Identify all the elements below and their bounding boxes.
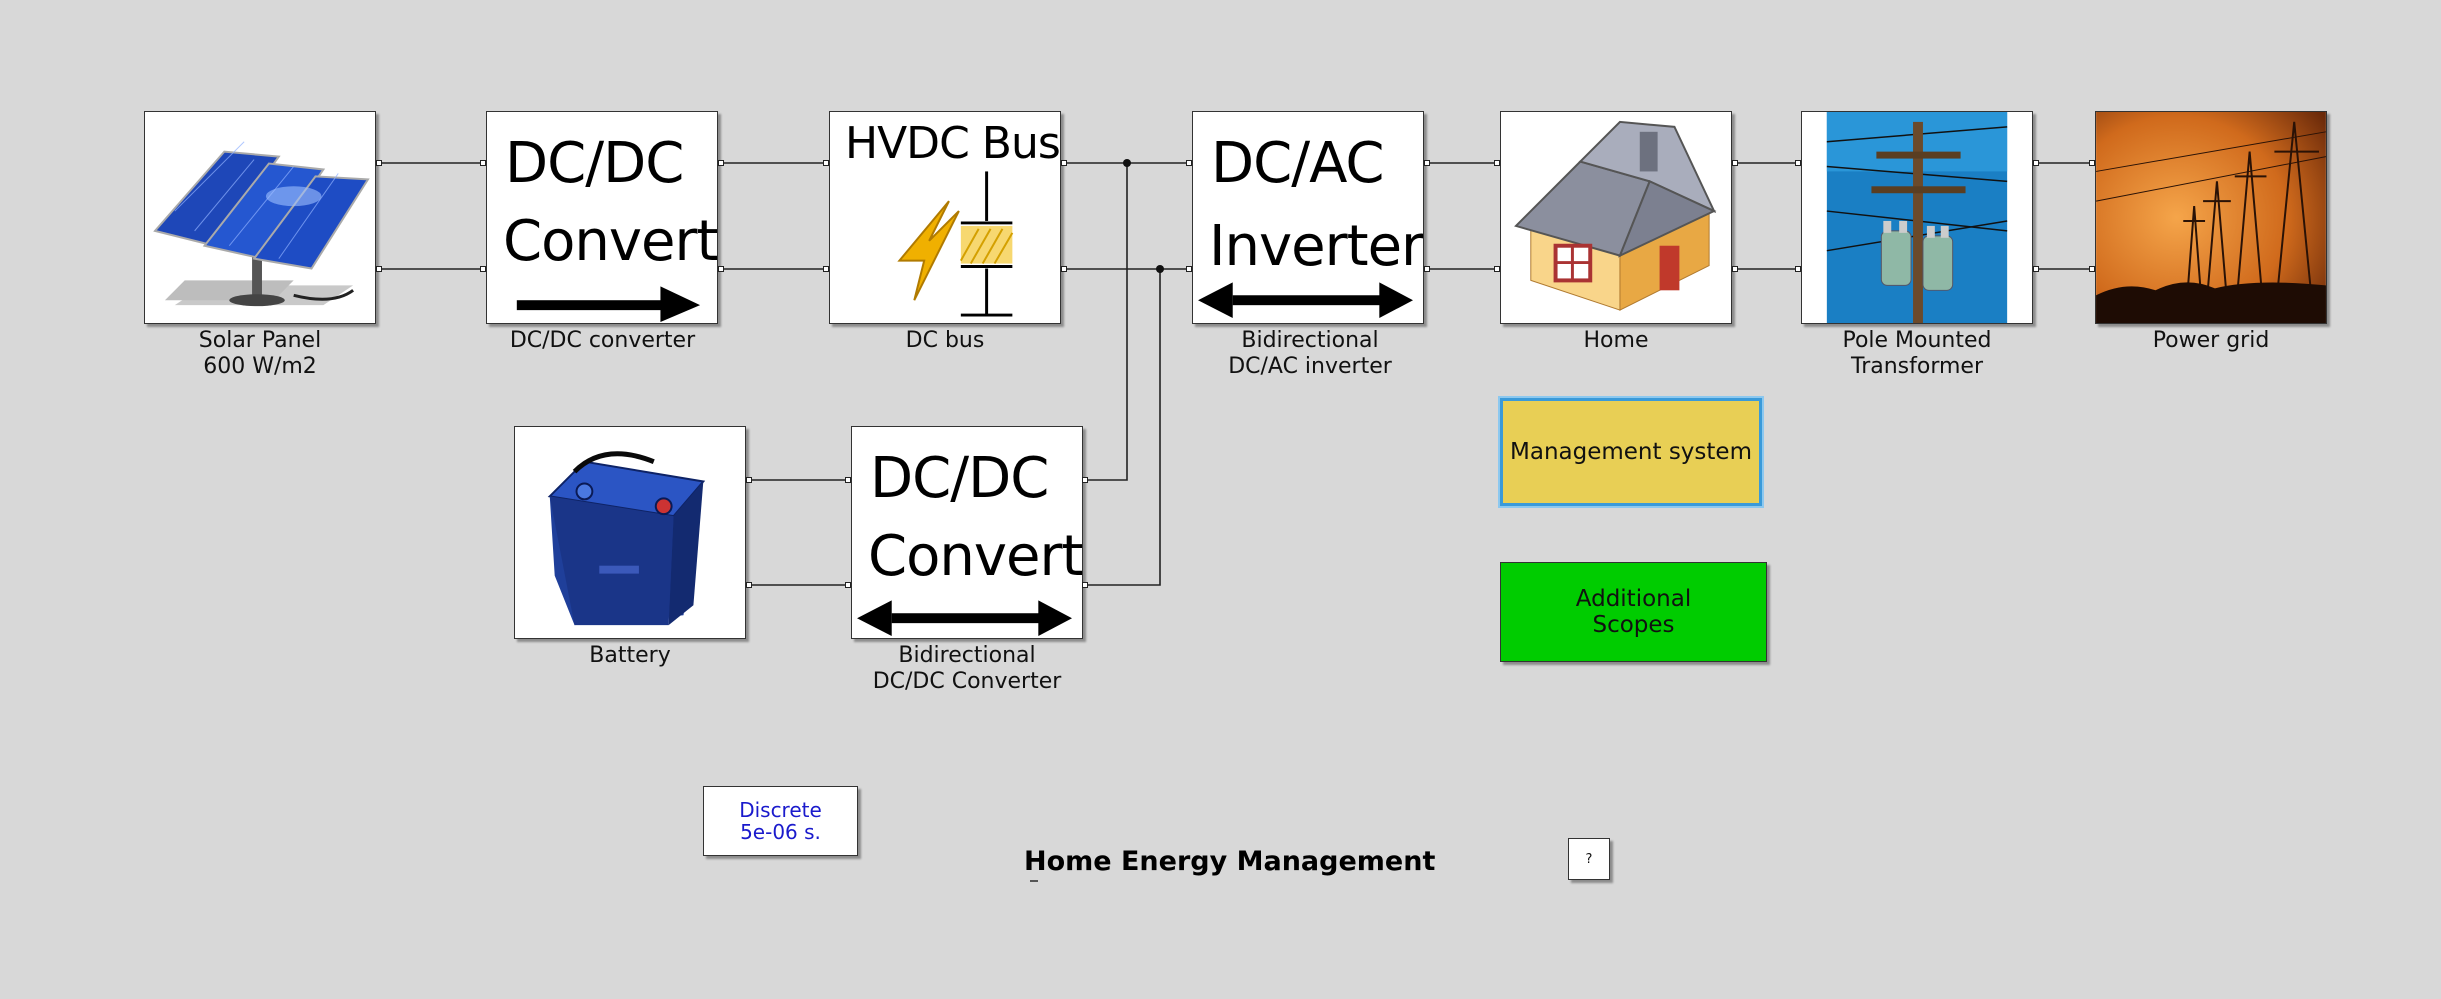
home-out-port-2[interactable] <box>1732 266 1738 272</box>
transformer-out-port-2[interactable] <box>2033 266 2039 272</box>
solar-out-port-2[interactable] <box>376 266 382 272</box>
dcdc-in-port-1[interactable] <box>480 160 486 166</box>
right-arrow-icon <box>516 286 701 323</box>
battery-image <box>547 451 706 626</box>
solar-out-port-1[interactable] <box>376 160 382 166</box>
dcdc-in-port-2[interactable] <box>480 266 486 272</box>
model-title: Home Energy Management <box>1024 846 1436 877</box>
bidir-dcdc-out-port-2[interactable] <box>1082 582 1088 588</box>
bus-in-port-2[interactable] <box>823 266 829 272</box>
dcdc-text-1: DC/DC <box>505 131 684 196</box>
transmission-towers-image <box>2096 112 2326 323</box>
battery-out-port-2[interactable] <box>746 582 752 588</box>
transformer-in-port-1[interactable] <box>1795 160 1801 166</box>
inverter-text-1: DC/AC <box>1211 131 1385 196</box>
inverter-in-port-2[interactable] <box>1186 266 1192 272</box>
transformer-block[interactable] <box>1801 111 2033 324</box>
solar-panel-image <box>153 141 370 307</box>
powergui-line-1: Discrete <box>739 798 822 822</box>
dc-bus-label: DC bus <box>905 328 985 353</box>
additional-scopes-block[interactable]: Additional Scopes <box>1500 562 1767 662</box>
powergui-block[interactable]: Discrete 5e-06 s. <box>703 786 858 856</box>
inverter-text-2: Inverter <box>1209 214 1424 279</box>
title-underline-mark <box>1030 880 1038 882</box>
dc-bus-block[interactable]: HVDC Bus <box>829 111 1061 324</box>
grid-in-port-2[interactable] <box>2089 266 2095 272</box>
help-block[interactable]: ? <box>1568 838 1610 880</box>
inverter-in-port-1[interactable] <box>1186 160 1192 166</box>
scopes-label-2: Scopes <box>1592 612 1675 638</box>
battery-block[interactable] <box>514 426 746 639</box>
dcdc-out-port-1[interactable] <box>718 160 724 166</box>
bus-in-port-1[interactable] <box>823 160 829 166</box>
transformer-out-port-1[interactable] <box>2033 160 2039 166</box>
dcdc-converter-block[interactable]: DC/DC Converter <box>486 111 718 324</box>
dcdc-out-port-2[interactable] <box>718 266 724 272</box>
house-image <box>1514 120 1717 311</box>
double-arrow-icon <box>1198 282 1414 319</box>
dcdc-text-2: Converter <box>503 209 718 274</box>
power-grid-block[interactable] <box>2095 111 2327 324</box>
solar-panel-block[interactable] <box>144 111 376 324</box>
inverter-out-port-1[interactable] <box>1424 160 1430 166</box>
home-block[interactable] <box>1500 111 1732 324</box>
bidir-dcdc-text-1: DC/DC <box>870 446 1049 511</box>
home-label: Home <box>1583 328 1649 353</box>
bidir-dcdc-in-port-2[interactable] <box>845 582 851 588</box>
inverter-block[interactable]: DC/AC Inverter <box>1192 111 1424 324</box>
grid-in-port-1[interactable] <box>2089 160 2095 166</box>
scopes-label-1: Additional <box>1575 586 1692 612</box>
battery-label: Battery <box>589 643 671 668</box>
power-grid-label: Power grid <box>2152 328 2270 353</box>
bidirectional-dcdc-block[interactable]: DC/DC Converter <box>851 426 1083 639</box>
management-system-block[interactable]: Management system <box>1500 398 1762 506</box>
capacitor-lightning-icon <box>897 171 1014 317</box>
bus-out-port-2[interactable] <box>1061 266 1067 272</box>
inverter-out-port-2[interactable] <box>1424 266 1430 272</box>
bidir-dcdc-out-port-1[interactable] <box>1082 477 1088 483</box>
home-in-port-1[interactable] <box>1494 160 1500 166</box>
bidir-dcdc-in-port-1[interactable] <box>845 477 851 483</box>
double-arrow-icon <box>857 600 1073 637</box>
bus-out-port-1[interactable] <box>1061 160 1067 166</box>
transformer-in-port-2[interactable] <box>1795 266 1801 272</box>
home-in-port-2[interactable] <box>1494 266 1500 272</box>
dcdc-converter-label: DC/DC converter <box>509 328 696 353</box>
home-out-port-1[interactable] <box>1732 160 1738 166</box>
battery-out-port-1[interactable] <box>746 477 752 483</box>
help-question-icon: ? <box>1585 851 1593 867</box>
bidir-dcdc-text-2: Converter <box>868 524 1083 589</box>
management-system-label: Management system <box>1510 439 1752 465</box>
powergui-line-2: 5e-06 s. <box>740 820 821 844</box>
utility-pole-image <box>1826 112 2008 323</box>
dcbus-text: HVDC Bus <box>845 118 1060 169</box>
